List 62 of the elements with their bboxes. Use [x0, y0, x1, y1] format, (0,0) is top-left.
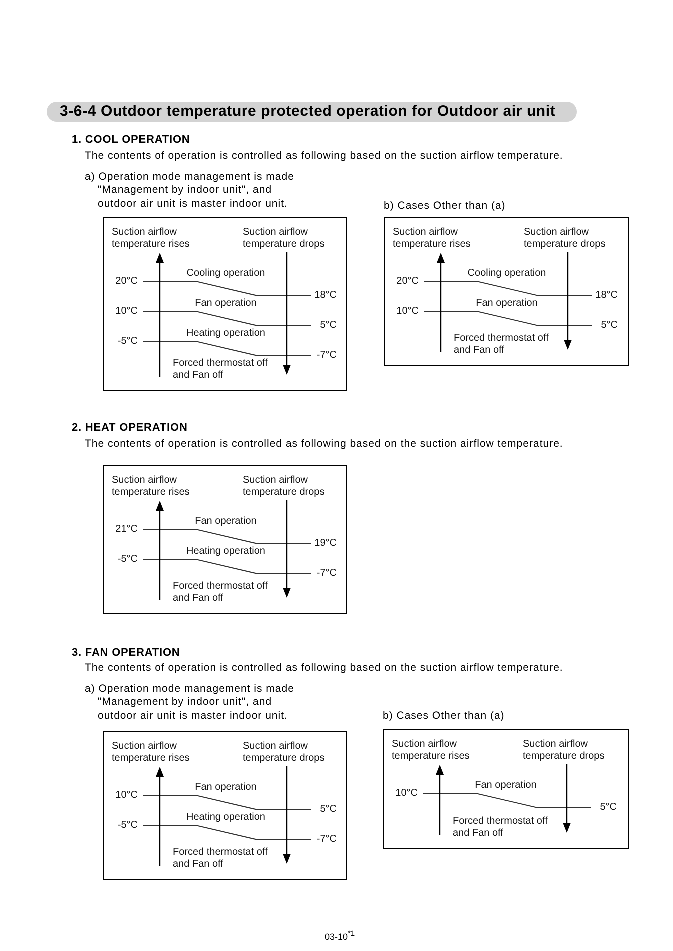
chart-panel	[383, 729, 629, 849]
temperature-label: 18°C	[596, 290, 618, 302]
mode-label: Cooling operation	[468, 268, 546, 280]
mode-label: Heating operation	[186, 328, 266, 340]
description-text: The contents of operation is controlled as following based on the suction airflow temperature.	[85, 150, 564, 163]
page-number: 03-10$^{*1}$	[324, 928, 356, 943]
case-caption: a) Operation mode management is made "Management by indoor unit", and outdoor air unit is master indoor unit.	[85, 171, 296, 211]
temperature-label: -5°C	[118, 336, 138, 348]
case-caption: a) Operation mode management is made "Management by indoor unit", and outdoor air unit is master indoor unit.	[85, 683, 296, 723]
mode-label: Forced thermostat off and Fan off	[173, 581, 269, 604]
temperature-label: 10°C	[116, 306, 138, 318]
axis-caption: Suction airflow temperature rises	[392, 739, 471, 762]
case-caption: b) Cases Other than (a)	[384, 200, 506, 214]
temperature-label: 10°C	[116, 790, 138, 802]
temperature-label: 5°C	[601, 320, 618, 332]
section-heading: 3. FAN OPERATION	[72, 647, 180, 660]
temperature-label: 5°C	[320, 320, 337, 332]
chart-panel	[103, 465, 347, 614]
mode-label: Fan operation	[195, 298, 257, 310]
temperature-label: -5°C	[118, 554, 138, 566]
temperature-label: -7°C	[316, 834, 337, 846]
temperature-label: -7°C	[316, 350, 337, 362]
axis-caption: Suction airflow temperature drops	[243, 741, 326, 764]
temperature-label: 5°C	[600, 802, 617, 814]
temperature-label: 19°C	[314, 538, 337, 550]
temperature-label: -5°C	[118, 820, 138, 832]
mode-label: Forced thermostat off and Fan off	[453, 816, 549, 839]
axis-caption: Suction airflow temperature rises	[393, 227, 472, 250]
axis-caption: Suction airflow temperature drops	[243, 227, 326, 250]
description-text: The contents of operation is controlled as following based on the suction airflow temperature.	[85, 662, 564, 675]
description-text: The contents of operation is controlled as following based on the suction airflow temperature.	[85, 438, 564, 451]
section-heading: 1. COOL OPERATION	[72, 134, 190, 147]
chart-panel	[103, 217, 347, 391]
temperature-label: 20°C	[116, 276, 138, 288]
axis-caption: Suction airflow temperature drops	[523, 739, 606, 762]
temperature-label: 10°C	[396, 788, 418, 800]
mode-label: Fan operation	[195, 782, 257, 794]
temperature-label: 18°C	[314, 290, 337, 302]
mode-label: Forced thermostat off and Fan off	[173, 358, 269, 381]
axis-caption: Suction airflow temperature rises	[112, 227, 191, 250]
mode-label: Fan operation	[475, 780, 537, 792]
temperature-label: 5°C	[320, 804, 337, 816]
mode-label: Heating operation	[186, 812, 266, 824]
axis-caption: Suction airflow temperature drops	[524, 227, 607, 250]
chart-panel	[384, 217, 629, 366]
chart-panel	[103, 731, 347, 880]
mode-label: Forced thermostat off and Fan off	[454, 333, 550, 356]
mode-label: Heating operation	[186, 546, 266, 558]
temperature-label: 21°C	[116, 524, 138, 536]
mode-label: Fan operation	[476, 298, 538, 310]
temperature-label: 10°C	[396, 306, 419, 318]
mode-label: Fan operation	[195, 516, 257, 528]
mode-label: Cooling operation	[186, 268, 266, 280]
axis-caption: Suction airflow temperature rises	[112, 475, 191, 498]
section-title: 3-6-4 Outdoor temperature protected operation for Outdoor air unit	[47, 102, 577, 122]
temperature-label: 20°C	[396, 276, 419, 288]
axis-caption: Suction airflow temperature rises	[112, 741, 191, 764]
section-heading: 2. HEAT OPERATION	[72, 422, 188, 435]
axis-caption: Suction airflow temperature drops	[243, 475, 326, 498]
temperature-label: -7°C	[316, 568, 337, 580]
case-caption: b) Cases Other than (a)	[383, 710, 505, 724]
mode-label: Forced thermostat off and Fan off	[173, 847, 269, 870]
